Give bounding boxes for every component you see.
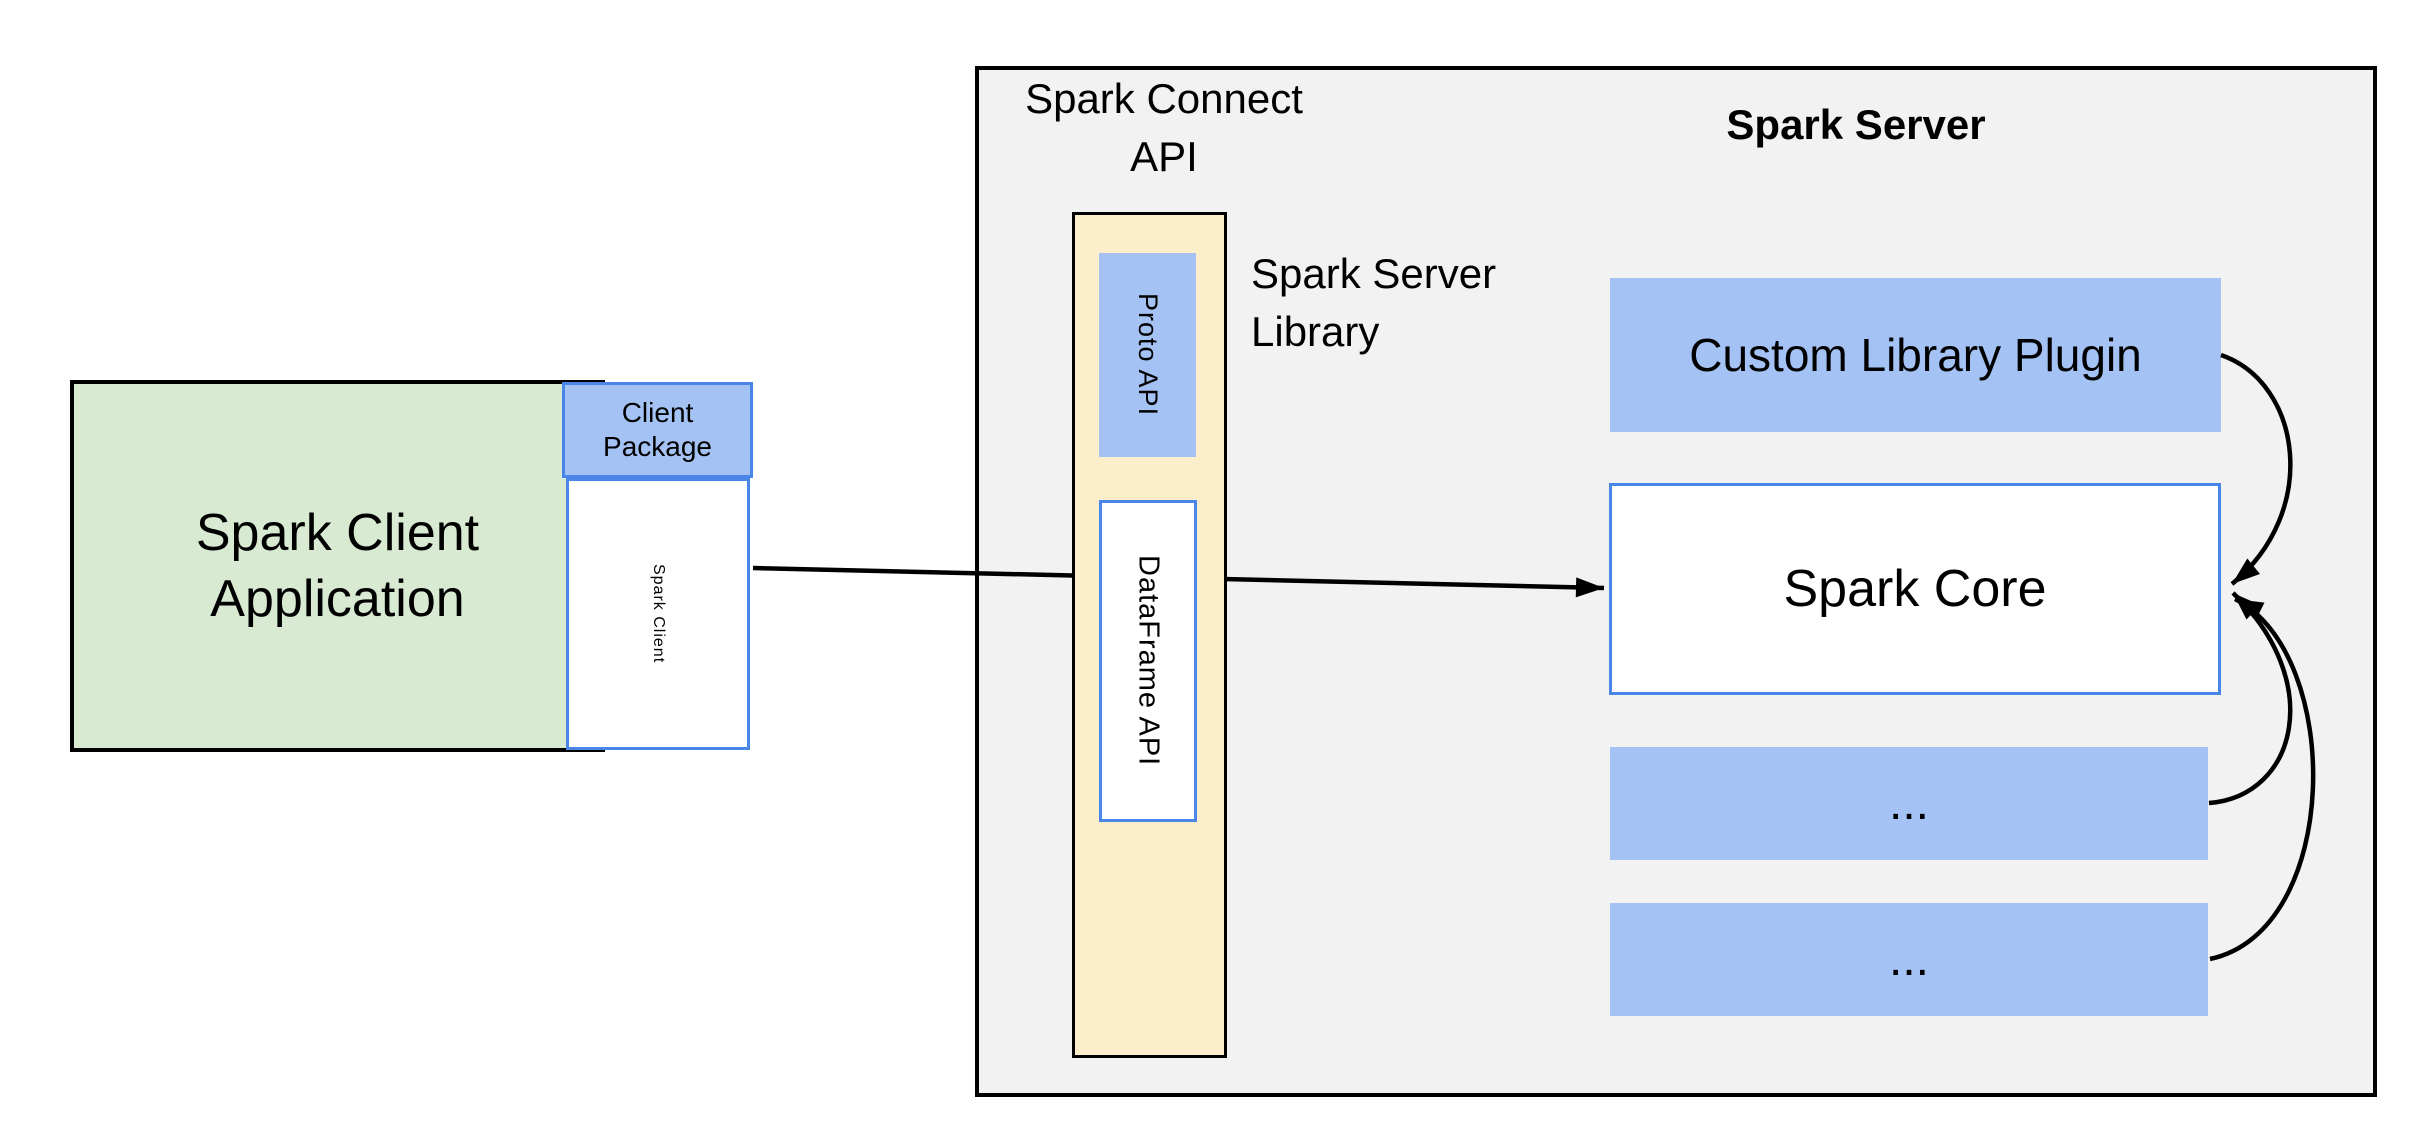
- spark-connect-api-label-line1: Spark Connect: [1025, 75, 1303, 122]
- client-package-label-line2: Package: [603, 431, 712, 462]
- client-package-label-line1: Client: [621, 397, 694, 428]
- proto-api-box: Proto API: [1099, 253, 1196, 457]
- spark-server-library-label: Spark Server Library: [1251, 245, 1671, 361]
- spark-server-library-label-line1: Spark Server: [1251, 250, 1497, 297]
- dataframe-api-label: DataFrame API: [1132, 555, 1165, 767]
- other-plugin-box-1: ...: [1610, 747, 2208, 860]
- spark-client-application-box: Spark Client Application: [70, 380, 605, 752]
- spark-client-application-label-line1: Spark Client: [195, 504, 480, 562]
- spark-core-label: Spark Core: [1783, 560, 2047, 618]
- spark-connect-api-label-line2: API: [1130, 133, 1198, 180]
- spark-server-title: Spark Server: [1726, 101, 1986, 148]
- spark-core-box: Spark Core: [1609, 483, 2221, 695]
- spark-client-box: Spark Client: [566, 478, 750, 750]
- other-plugin-box-1-label: ...: [1888, 777, 1929, 830]
- proto-api-label: Proto API: [1133, 293, 1163, 417]
- spark-server-library-label-line2: Library: [1251, 308, 1380, 355]
- dataframe-api-box: DataFrame API: [1099, 500, 1197, 822]
- other-plugin-box-2-label: ...: [1888, 933, 1929, 986]
- other-plugin-box-2: ...: [1610, 903, 2208, 1016]
- spark-client-application-label-line2: Application: [210, 570, 465, 628]
- spark-connect-api-label: Spark Connect API: [914, 70, 1414, 186]
- custom-library-plugin-label: Custom Library Plugin: [1689, 329, 2142, 381]
- spark-client-label: Spark Client: [650, 564, 667, 664]
- client-package-box: Client Package: [562, 382, 753, 478]
- custom-library-plugin-box: Custom Library Plugin: [1610, 278, 2221, 432]
